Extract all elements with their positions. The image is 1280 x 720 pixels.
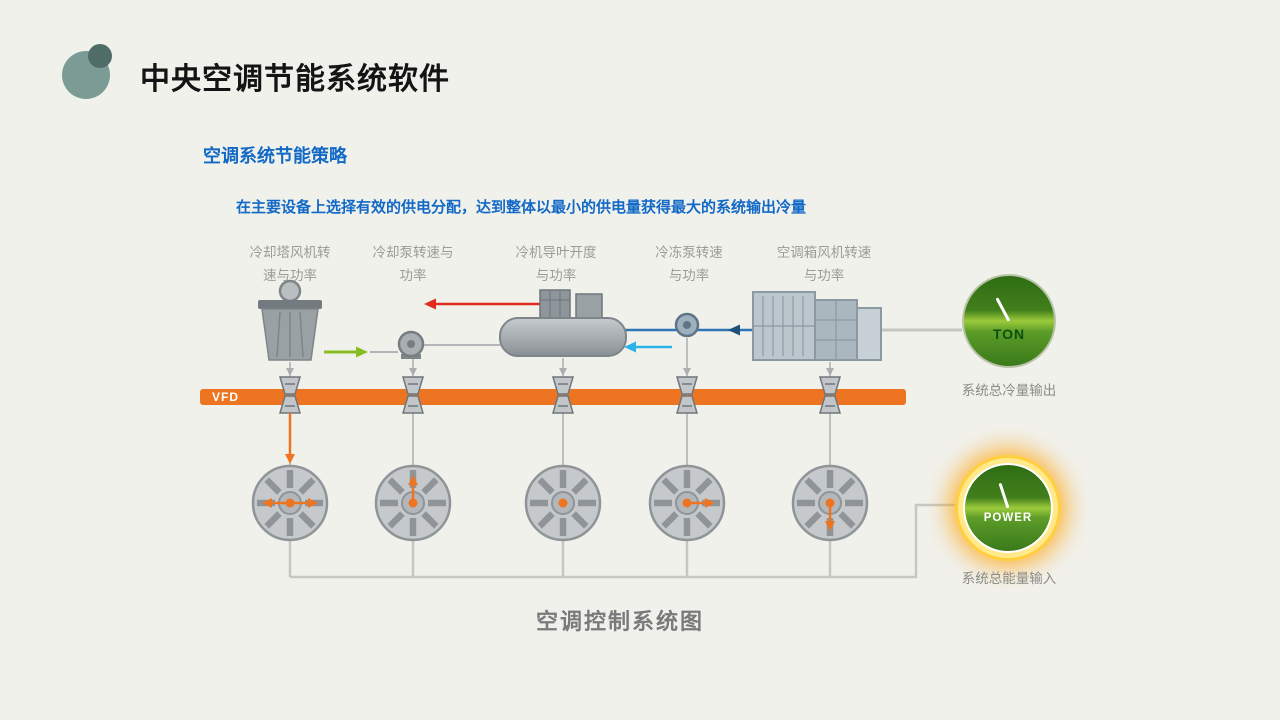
fan-motor-icon	[793, 466, 867, 540]
label-line: 冷却塔风机转	[249, 245, 331, 260]
label-line: 与功率	[803, 268, 845, 283]
equipment-label-chiller-guide-vane: 冷机导叶开度 与功率	[481, 241, 631, 287]
vfd-control-arrow	[285, 413, 295, 464]
label-line: 功率	[399, 268, 427, 283]
section-title: 空调系统节能策略	[203, 146, 347, 166]
equipment-label-ahu-fan: 空调箱风机转速 与功率	[749, 241, 899, 287]
signal-arrowheads	[286, 368, 834, 376]
fan-motor-icon	[376, 466, 450, 540]
power-gauge-value: POWER	[983, 512, 1033, 525]
chilled-pump-icon	[674, 312, 700, 338]
vfd-label: VFD	[212, 390, 239, 404]
power-gauge: POWER	[963, 463, 1053, 553]
ton-gauge: TON	[962, 274, 1056, 368]
equipment-label-cooling-pump: 冷却泵转速与 功率	[338, 241, 488, 287]
ton-gauge-caption: 系统总冷量输出	[961, 383, 1057, 398]
gauge-needle	[995, 297, 1011, 322]
fan-speed-arrows	[262, 475, 835, 531]
ahu-icon	[752, 291, 882, 361]
slide-title: 中央空调节能系统软件	[140, 63, 450, 96]
ton-gauge-value: TON	[992, 325, 1026, 342]
fan-motor-icon	[526, 466, 600, 540]
decorative-circle-small	[88, 44, 112, 68]
equipment-label-cooling-tower-fan: 冷却塔风机转 速与功率	[215, 241, 365, 287]
label-line: 冷冻泵转速	[655, 245, 723, 260]
process-pipes	[324, 298, 753, 358]
cooling-tower-icon	[258, 279, 322, 361]
label-line: 空调箱风机转速	[776, 245, 872, 260]
label-line: 冷却泵转速与	[372, 245, 454, 260]
chiller-icon	[499, 289, 627, 357]
fan-motor-icon	[650, 466, 724, 540]
power-gauge-caption: 系统总能量输入	[961, 571, 1057, 586]
power-bus-lines	[288, 503, 960, 579]
label-line: 与功率	[668, 268, 710, 283]
cooling-pump-icon	[397, 330, 425, 359]
gauge-needle	[998, 482, 1010, 509]
label-line: 冷机导叶开度	[515, 245, 597, 260]
fan-motor-icon	[253, 466, 327, 540]
diagram-caption: 空调控制系统图	[535, 609, 704, 634]
label-line: 速与功率	[263, 268, 317, 283]
strategy-description: 在主要设备上选择有效的供电分配，达到整体以最小的供电量获得最大的系统输出冷量	[236, 199, 807, 216]
equipment-label-chilled-pump: 冷冻泵转速 与功率	[614, 241, 764, 287]
label-line: 与功率	[535, 268, 577, 283]
vfd-bus-bar: VFD	[200, 389, 906, 405]
